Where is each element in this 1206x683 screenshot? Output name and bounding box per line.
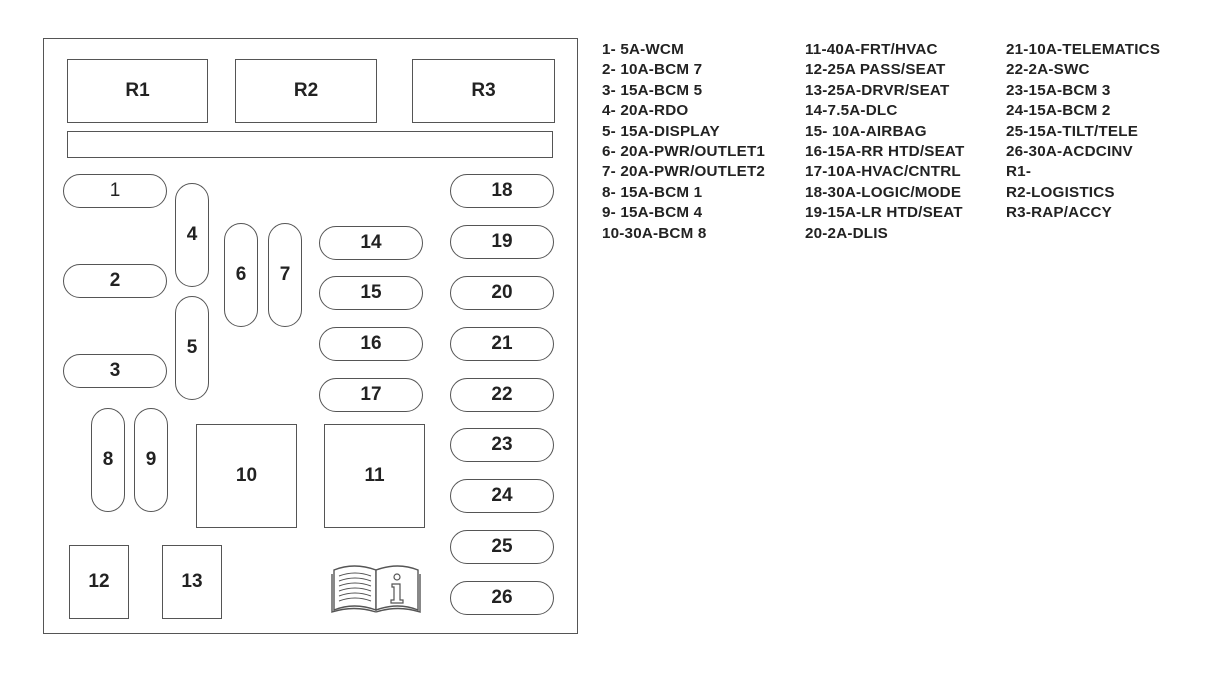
- fuse-22: 22: [450, 378, 554, 412]
- legend-entry: 5- 15A-DISPLAY: [602, 122, 720, 140]
- fuse-24: 24: [450, 479, 554, 513]
- legend-entry: 19-15A-LR HTD/SEAT: [805, 204, 963, 222]
- legend-entry: 2- 10A-BCM 7: [602, 61, 703, 79]
- legend-entry: 22-2A-SWC: [1006, 61, 1090, 79]
- fuse-9: 9: [134, 408, 168, 512]
- legend-entry: R2-LOGISTICS: [1006, 183, 1115, 201]
- legend-entry: 6- 20A-PWR/OUTLET1: [602, 142, 766, 160]
- fuse-25: 25: [450, 530, 554, 564]
- fuse-5: 5: [175, 296, 209, 400]
- fuse-13: 13: [162, 545, 222, 619]
- fuse-17: 17: [319, 378, 423, 412]
- legend-entry: 8- 15A-BCM 1: [602, 183, 703, 201]
- relay-r2: R2: [235, 59, 377, 123]
- legend-entry: 14-7.5A-DLC: [805, 102, 898, 120]
- fuse-3: 3: [63, 354, 167, 388]
- fuse-1: 1: [63, 174, 167, 208]
- owners-manual-info-icon: [331, 565, 421, 613]
- fuse-11: 11: [324, 424, 425, 528]
- legend-column-1: 1- 5A-WCM 2- 10A-BCM 7 3- 15A-BCM 5 4- 2…: [602, 40, 765, 244]
- legend-column-2: 11-40A-FRT/HVAC 12-25A PASS/SEAT 13-25A-…: [805, 40, 964, 244]
- fuse-4: 4: [175, 183, 209, 287]
- legend-entry: 9- 15A-BCM 4: [602, 204, 703, 222]
- legend-entry: 3- 15A-BCM 5: [602, 81, 703, 99]
- legend-entry: 1- 5A-WCM: [602, 41, 684, 58]
- fuse-14: 14: [319, 226, 423, 260]
- relay-r3: R3: [412, 59, 555, 123]
- connector-strip: [67, 131, 553, 158]
- legend-entry: 7- 20A-PWR/OUTLET2: [602, 163, 766, 181]
- fuse-21: 21: [450, 327, 554, 361]
- fuse-26: 26: [450, 581, 554, 615]
- fuse-box-panel: [43, 38, 578, 634]
- legend-entry: 11-40A-FRT/HVAC: [805, 41, 938, 58]
- legend-entry: 18-30A-LOGIC/MODE: [805, 183, 962, 201]
- legend-entry: 17-10A-HVAC/CNTRL: [805, 163, 961, 181]
- legend-column-3: 21-10A-TELEMATICS 22-2A-SWC 23-15A-BCM 3…: [1006, 40, 1160, 224]
- fuse-19: 19: [450, 225, 554, 259]
- fuse-16: 16: [319, 327, 423, 361]
- fuse-15: 15: [319, 276, 423, 310]
- legend-entry: 15- 10A-AIRBAG: [805, 122, 927, 140]
- fuse-6: 6: [224, 223, 258, 327]
- fuse-18: 18: [450, 174, 554, 208]
- legend-entry: 13-25A-DRVR/SEAT: [805, 81, 950, 99]
- legend-entry: 20-2A-DLIS: [805, 224, 889, 242]
- legend-entry: 23-15A-BCM 3: [1006, 81, 1111, 99]
- legend-entry: 10-30A-BCM 8: [602, 224, 707, 242]
- legend-entry: 25-15A-TILT/TELE: [1006, 122, 1139, 140]
- legend-entry: 12-25A PASS/SEAT: [805, 61, 946, 79]
- fuse-7: 7: [268, 223, 302, 327]
- legend-entry: R1-: [1006, 163, 1032, 181]
- legend-entry: 16-15A-RR HTD/SEAT: [805, 142, 965, 160]
- fuse-10: 10: [196, 424, 297, 528]
- fuse-8: 8: [91, 408, 125, 512]
- fuse-12: 12: [69, 545, 129, 619]
- legend-entry: 26-30A-ACDCINV: [1006, 142, 1133, 160]
- legend-entry: 21-10A-TELEMATICS: [1006, 41, 1161, 58]
- fuse-23: 23: [450, 428, 554, 462]
- fuse-20: 20: [450, 276, 554, 310]
- legend-entry: 24-15A-BCM 2: [1006, 102, 1111, 120]
- legend-entry: R3-RAP/ACCY: [1006, 204, 1112, 222]
- relay-r1: R1: [67, 59, 208, 123]
- legend-entry: 4- 20A-RDO: [602, 102, 689, 120]
- fuse-2: 2: [63, 264, 167, 298]
